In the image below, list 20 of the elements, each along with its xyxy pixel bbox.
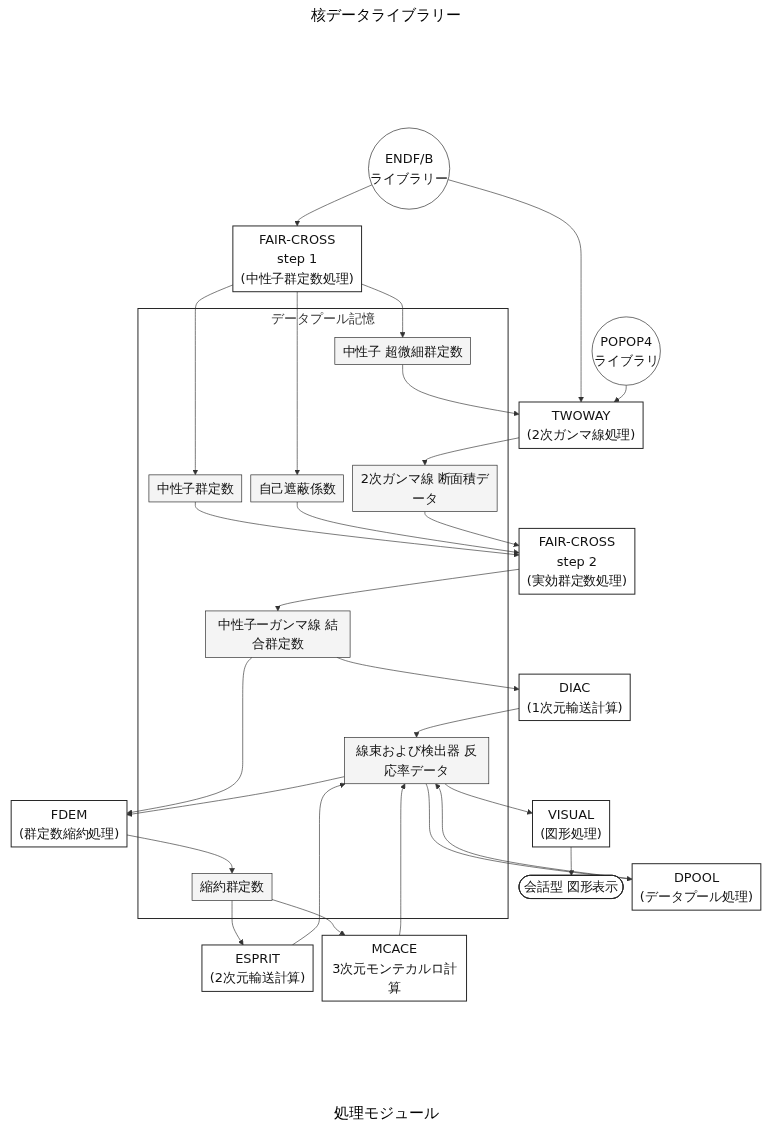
node-box: 自己遮蔽係数 [250, 474, 344, 503]
node-box: DPOOL (データプール処理) [631, 863, 762, 911]
node-box: VISUAL (図形処理) [532, 800, 611, 848]
note-text: 処理モジュール [333, 1104, 439, 1123]
node-box: FAIR-CROSS step 1 (中性子群定数処理) [232, 225, 363, 293]
node-box: 中性子 超微細群定数 [334, 337, 471, 365]
node-box: FDEM (群定数縮約処理) [10, 800, 128, 848]
node-box: 2次ガンマ線 断面積データ [352, 464, 498, 512]
node-box: ESPRIT (2次元輸送計算) [201, 944, 314, 992]
node-box: 中性子群定数 [148, 474, 243, 503]
node-box: MCACE 3次元モンテカルロ計算 [321, 934, 468, 1002]
node-circle: POPOP4 ライブラリ [591, 316, 661, 386]
node-box: TWOWAY (2次ガンマ線処理) [518, 401, 644, 449]
note-text: 核データライブラリー [311, 6, 461, 25]
node-box: FAIR-CROSS step 2 (実効群定数処理) [518, 527, 636, 595]
node-circle: ENDF/B ライブラリー [368, 127, 451, 210]
node-box: 中性子ーガンマ線 結合群定数 [205, 610, 351, 658]
node-box: 線束および検出器 反応率データ [344, 737, 490, 785]
node-box: DIAC (1次元輸送計算) [518, 673, 631, 722]
node-box: 縮約群定数 [191, 873, 273, 901]
